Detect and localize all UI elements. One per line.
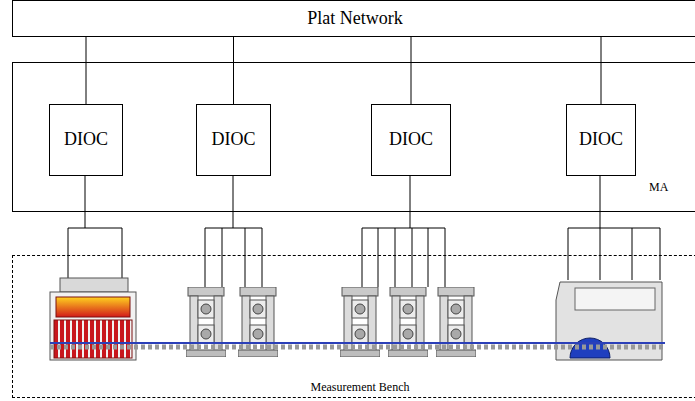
dioc-box: DIOC <box>196 104 271 176</box>
region-label: MA <box>649 181 668 194</box>
measurement-bench: Measurement Bench <box>12 255 695 398</box>
dioc-box: DIOC <box>371 104 451 176</box>
dioc-wires <box>68 175 660 287</box>
node-label: DIOC <box>212 130 256 150</box>
node-label: DIOC <box>64 130 108 150</box>
node-label: DIOC <box>389 130 433 150</box>
network-link <box>411 37 412 104</box>
network-link <box>601 37 602 104</box>
ma-region: MA DIOC DIOC DIOC DIOC <box>12 62 695 212</box>
dioc-box: DIOC <box>49 104 123 176</box>
bench-label: Measurement Bench <box>309 381 412 394</box>
network-link <box>233 37 234 104</box>
network-link <box>86 37 87 104</box>
steel-strip <box>50 343 665 347</box>
node-label: DIOC <box>579 130 623 150</box>
dioc-box: DIOC <box>566 104 636 176</box>
network-bar: Plat Network <box>12 0 695 37</box>
node-label: Plat Network <box>307 9 402 29</box>
